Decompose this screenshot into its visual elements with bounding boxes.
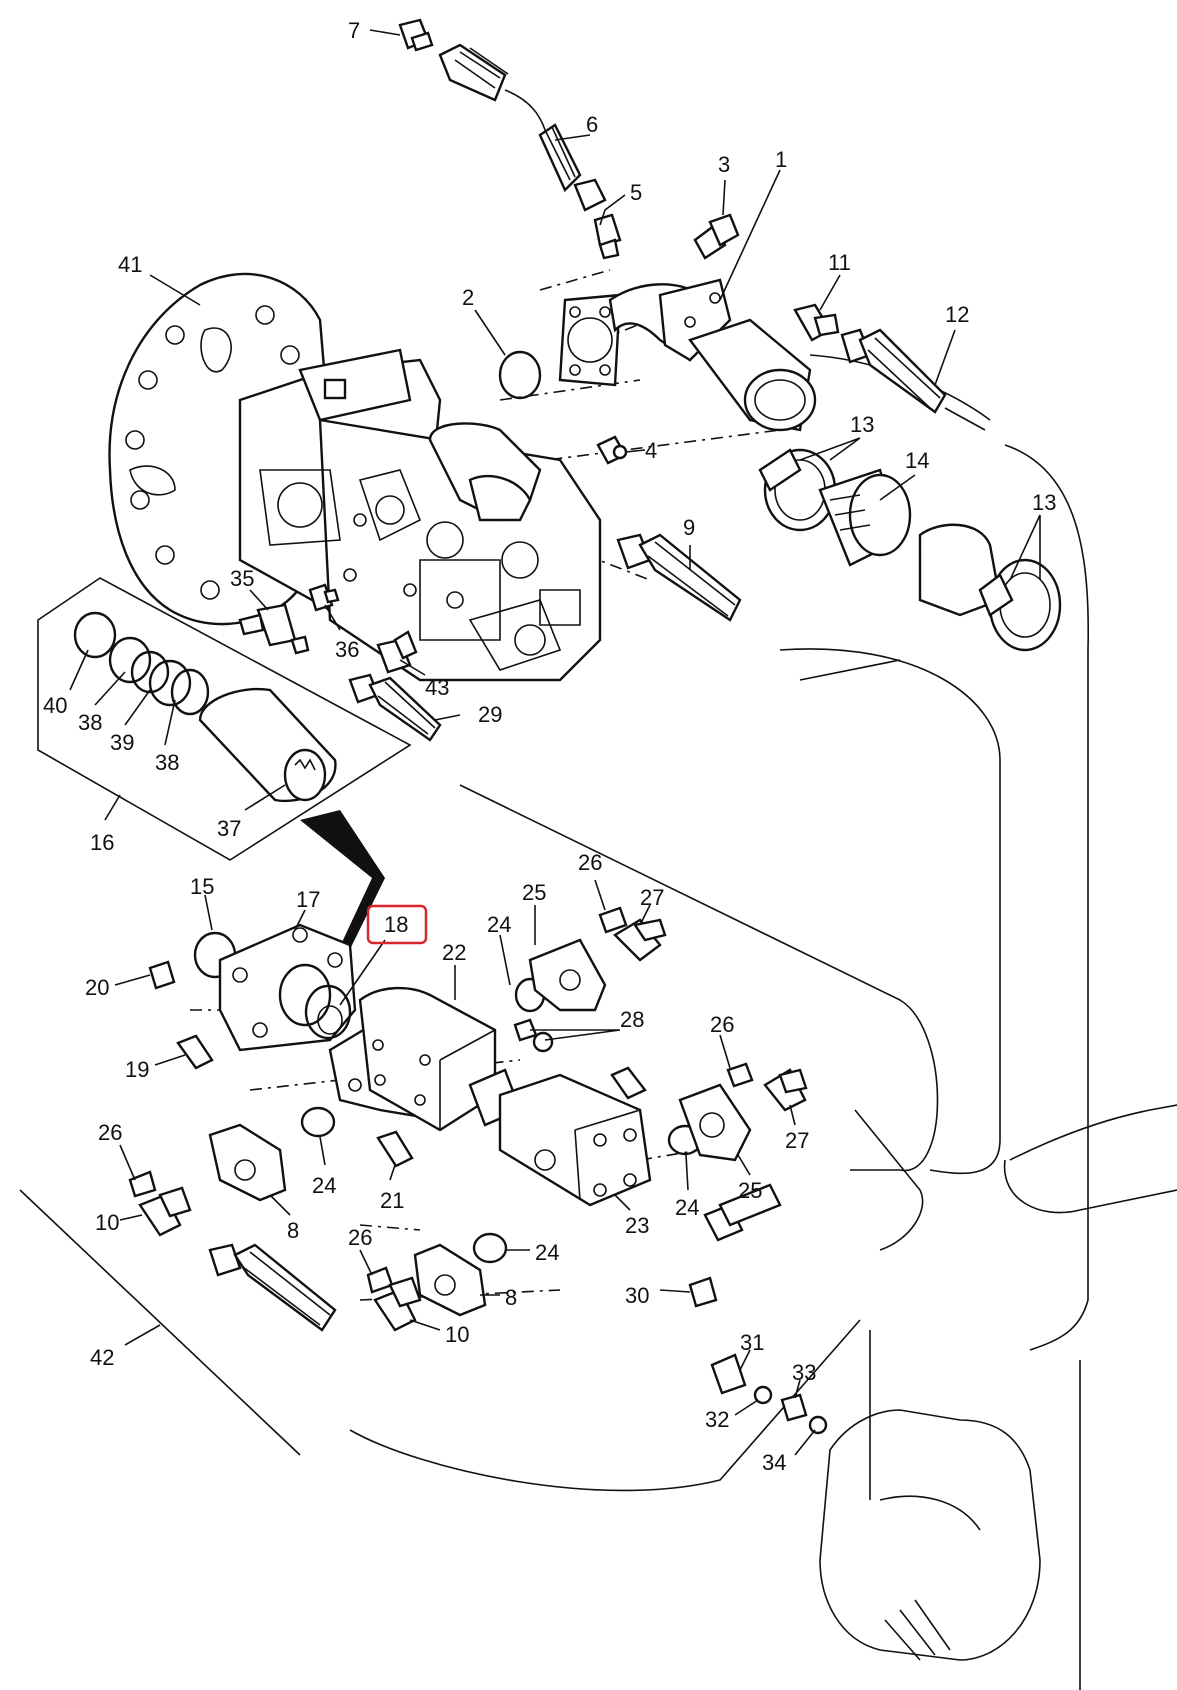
callout-27b: 27 (785, 1128, 809, 1153)
callout-14: 14 (905, 448, 929, 473)
main-pump-assembly (108, 272, 602, 682)
callout-41: 41 (118, 252, 142, 277)
callout-30: 30 (625, 1283, 649, 1308)
callout-labels: 1 2 3 4 5 6 7 8 8 9 10 10 11 12 13 13 14… (43, 18, 1056, 1475)
callout-13a: 13 (850, 412, 874, 437)
callout-24c: 24 (675, 1195, 699, 1220)
bolt-part-3 (693, 213, 740, 260)
callout-24a: 24 (487, 912, 511, 937)
callout-38b: 38 (155, 750, 179, 775)
callout-38a: 38 (78, 710, 102, 735)
gear-pump-part-22 (328, 986, 497, 1132)
callout-6: 6 (586, 112, 598, 137)
o-ring-part-2 (498, 350, 542, 400)
hose-part-9 (616, 533, 742, 622)
callout-10a: 10 (95, 1210, 119, 1235)
callout-40: 40 (43, 693, 67, 718)
callout-22: 22 (442, 940, 466, 965)
callout-17: 17 (296, 887, 320, 912)
callout-35: 35 (230, 566, 254, 591)
bolts-19-20-21 (148, 960, 414, 1168)
callout-31: 31 (740, 1330, 764, 1355)
callout-29: 29 (478, 702, 502, 727)
callout-25a: 25 (522, 880, 546, 905)
callout-26b: 26 (710, 1012, 734, 1037)
gear-pump-part-23 (468, 1068, 652, 1207)
leader-lines (69, 29, 1041, 1456)
callout-8b: 8 (505, 1285, 517, 1310)
callout-8a: 8 (287, 1218, 299, 1243)
callout-43: 43 (425, 675, 449, 700)
pointer-wedge (300, 810, 385, 990)
adapter-part-17 (193, 923, 357, 1052)
callout-23: 23 (625, 1213, 649, 1238)
callout-11: 11 (828, 250, 851, 275)
fittings-35-36-43-29 (238, 583, 442, 742)
top-hose-fittings (398, 18, 622, 260)
callout-12: 12 (945, 302, 969, 327)
pipe-elbow-part-1 (558, 278, 817, 432)
callout-21: 21 (380, 1188, 404, 1213)
callout-5: 5 (630, 180, 642, 205)
callout-24b: 24 (312, 1173, 336, 1198)
callout-3: 3 (718, 152, 730, 177)
callout-2: 2 (462, 285, 474, 310)
callout-9: 9 (683, 515, 695, 540)
callout-24d: 24 (535, 1240, 559, 1265)
callout-37: 37 (217, 816, 241, 841)
callout-4: 4 (645, 438, 657, 463)
callout-15: 15 (190, 874, 214, 899)
callout-27a: 27 (640, 885, 664, 910)
callout-36: 36 (335, 637, 359, 662)
callout-42: 42 (90, 1345, 114, 1370)
callout-18: 18 (384, 912, 408, 937)
callout-1: 1 (775, 147, 787, 172)
callout-39: 39 (110, 730, 134, 755)
callout-33: 33 (792, 1360, 816, 1385)
callout-16: 16 (90, 830, 114, 855)
callout-10b: 10 (445, 1322, 469, 1347)
callout-34: 34 (762, 1450, 786, 1475)
hose-part-42 (19, 1189, 337, 1456)
highlight-box-18 (366, 904, 428, 945)
fittings-30-to-34 (688, 1183, 828, 1435)
callout-19: 19 (125, 1057, 149, 1082)
plug-part-4 (596, 435, 628, 465)
flanges-25-26-27 (128, 906, 808, 1294)
kit-box-part-16 (37, 577, 412, 861)
right-hose-fittings (793, 303, 947, 414)
callout-32: 32 (705, 1407, 729, 1432)
nut-washer-part-28 (513, 1018, 647, 1100)
callout-28: 28 (620, 1007, 644, 1032)
machine-body-outline (819, 1104, 1177, 1661)
callout-7: 7 (348, 18, 360, 43)
callout-25b: 25 (738, 1178, 762, 1203)
callout-26c: 26 (98, 1120, 122, 1145)
callout-20: 20 (85, 975, 109, 1000)
clamp-and-boot-assembly (758, 448, 1062, 652)
caps-8-and-elbows-10 (138, 1123, 487, 1332)
callout-26a: 26 (578, 850, 602, 875)
callout-13b: 13 (1032, 490, 1056, 515)
callout-26d: 26 (348, 1225, 372, 1250)
